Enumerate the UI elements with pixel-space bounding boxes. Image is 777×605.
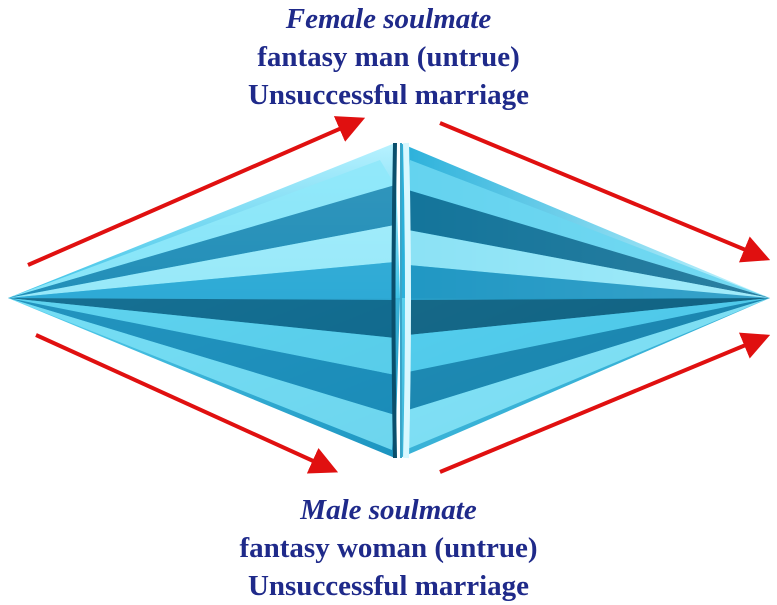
top-label: Female soulmate fantasy man (untrue) Uns… — [0, 0, 777, 114]
bottom-line-2: Unsuccessful marriage — [0, 567, 777, 605]
top-line-2: Unsuccessful marriage — [0, 76, 777, 114]
top-line-1: fantasy man (untrue) — [0, 38, 777, 76]
bottom-line-1: fantasy woman (untrue) — [0, 529, 777, 567]
bottom-title: Male soulmate — [0, 491, 777, 529]
crystal-shape — [8, 143, 770, 458]
top-title: Female soulmate — [0, 0, 777, 38]
bottom-label: Male soulmate fantasy woman (untrue) Uns… — [0, 491, 777, 605]
